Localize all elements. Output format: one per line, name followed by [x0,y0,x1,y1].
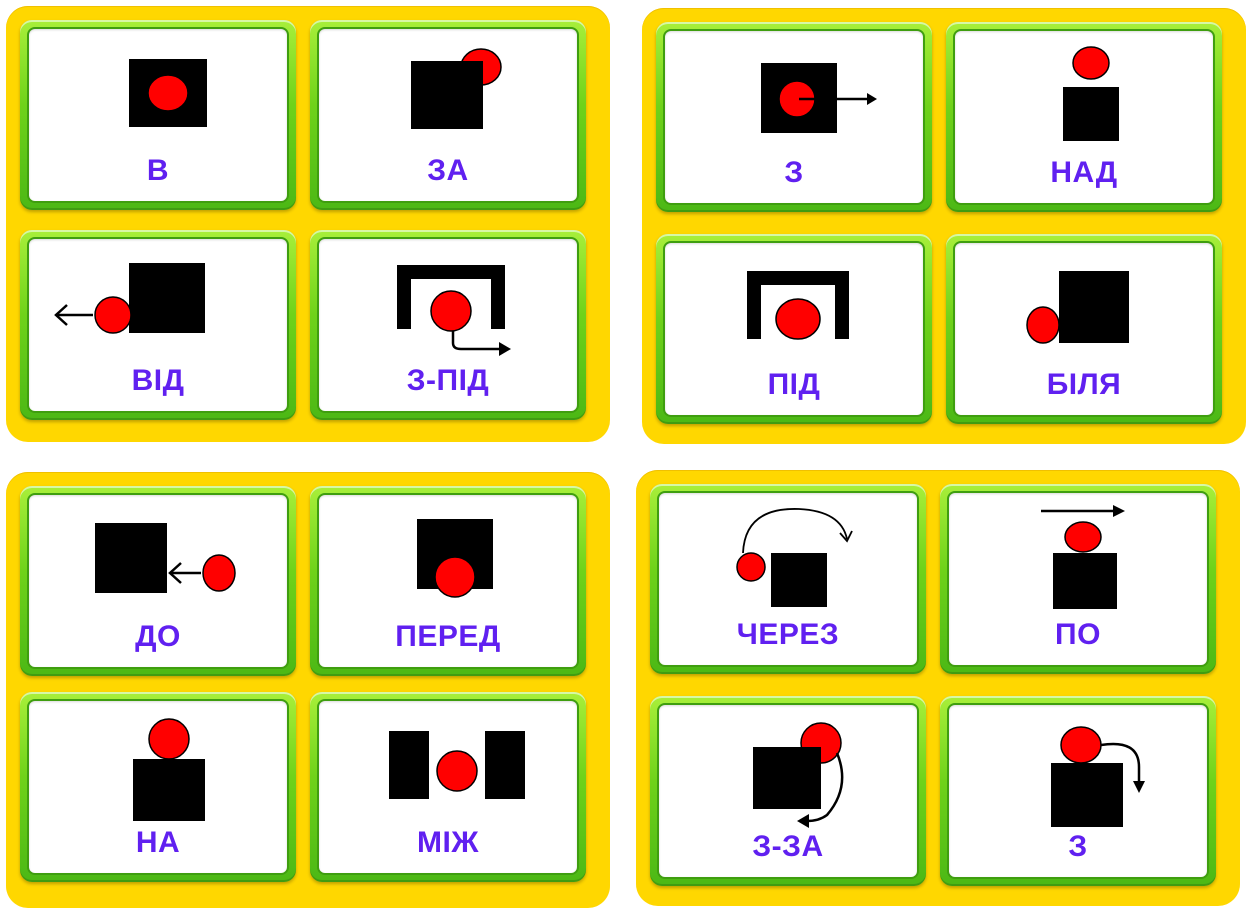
card-group-2: З НАД ПІД БІЛЯ [642,8,1246,444]
card-face: ДО [29,495,287,667]
card-face: ПЕРЕД [319,495,577,667]
card-group-3: ДО ПЕРЕД НА МІЖ [6,472,610,908]
ball [435,557,475,597]
block-square [411,61,483,129]
card-label: БІЛЯ [955,369,1213,401]
card-pid[interactable]: ПІД [656,234,932,424]
arrow-head [797,814,809,828]
ball [431,291,471,331]
ball [95,297,131,333]
block-right [485,731,525,799]
card-label: З [949,831,1207,863]
card-label: ВІД [29,365,287,397]
block-square [771,553,827,607]
ball [203,555,235,591]
card-label: ДО [29,621,287,653]
card-face: НА [29,701,287,873]
ball [149,719,189,759]
arrow-head [867,93,877,105]
card-face: З [665,31,923,203]
block-square [129,263,205,333]
card-group-4: ЧЕРЕЗ ПО З-ЗА [636,470,1240,906]
card-vid[interactable]: ВІД [20,230,296,420]
card-label: ПЕРЕД [319,621,577,653]
card-label: ПІД [665,369,923,401]
card-face: З-ПІД [319,239,577,411]
card-label: МІЖ [319,827,577,859]
card-nad[interactable]: НАД [946,22,1222,212]
block-square [1051,763,1123,827]
arrow-curve [453,331,501,349]
card-cherez[interactable]: ЧЕРЕЗ [650,484,926,674]
card-face: В [29,29,287,201]
card-face: МІЖ [319,701,577,873]
ball [437,751,477,791]
card-face: ЗА [319,29,577,201]
block-square [753,747,821,809]
ball [737,553,765,581]
card-label: ЧЕРЕЗ [659,619,917,651]
card-v[interactable]: В [20,20,296,210]
ball [1073,47,1109,79]
card-label: З-ЗА [659,831,917,863]
card-na[interactable]: НА [20,692,296,882]
card-z-off[interactable]: З [940,696,1216,886]
card-face: ЧЕРЕЗ [659,493,917,665]
card-label: ЗА [319,155,577,187]
ball [1061,727,1101,763]
card-do[interactable]: ДО [20,486,296,676]
card-mizh[interactable]: МІЖ [310,692,586,882]
block-square [95,523,167,593]
card-face: З-ЗА [659,705,917,877]
card-face: З [949,705,1207,877]
block-square [133,759,205,821]
card-label: НАД [955,157,1213,189]
card-pered[interactable]: ПЕРЕД [310,486,586,676]
card-za[interactable]: ЗА [310,20,586,210]
card-face: ВІД [29,239,287,411]
card-face: НАД [955,31,1213,203]
block-square [1059,271,1129,343]
card-label: НА [29,827,287,859]
card-z-out[interactable]: З [656,22,932,212]
card-label: ПО [949,619,1207,651]
ball [148,75,188,111]
card-po[interactable]: ПО [940,484,1216,674]
block-square [1053,553,1117,609]
card-face: ПО [949,493,1207,665]
card-label: З [665,157,923,189]
card-bilia[interactable]: БІЛЯ [946,234,1222,424]
ball [776,299,820,339]
card-group-1: В ЗА ВІД [6,6,610,442]
arrow-head [1113,505,1125,517]
block-square [1063,87,1119,141]
ball [1065,522,1101,552]
card-label: З-ПІД [319,365,577,397]
arrow-head [1133,781,1145,793]
card-z-za[interactable]: З-ЗА [650,696,926,886]
card-face: БІЛЯ [955,243,1213,415]
block-left [389,731,429,799]
card-label: В [29,155,287,187]
card-face: ПІД [665,243,923,415]
ball [1027,307,1059,343]
arrow-arc [743,509,847,553]
arrow-head [499,342,511,356]
card-z-pid[interactable]: З-ПІД [310,230,586,420]
